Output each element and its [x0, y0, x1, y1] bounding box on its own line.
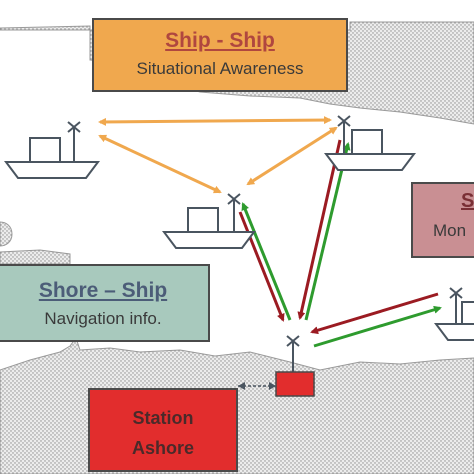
shore-ship-subtitle: Navigation info. [44, 309, 162, 328]
station-label-line1: Station [132, 408, 194, 428]
station-link-head-right [269, 382, 276, 390]
shore-ship-box: Shore – Ship Navigation info. [0, 264, 210, 342]
monitor-subtitle: Mon [433, 221, 467, 240]
arrow-shore-to-ship4 [313, 305, 442, 348]
arrow-ship1-ship2 [98, 116, 332, 126]
ship-icon [324, 115, 416, 171]
ship-icon [4, 121, 100, 179]
arrow-shore-to-ship3 [241, 202, 292, 321]
station-label-line2: Ashore [131, 438, 194, 458]
monitor-title: S [461, 190, 474, 212]
arrow-ship2-ship3 [246, 126, 338, 186]
arrow-shore-to-ship2 [304, 142, 351, 321]
ship-icon [434, 287, 474, 341]
shore-transmitter [275, 371, 315, 397]
ship-icon [162, 193, 256, 249]
monitor-box: S Mon [411, 182, 474, 258]
shore-ship-title: Shore – Ship [38, 279, 168, 302]
ship-ship-subtitle: Situational Awareness [136, 59, 304, 78]
land-left-strip [0, 249, 71, 265]
arrow-ship4-to-shore [310, 292, 439, 335]
antenna-icon [286, 335, 300, 372]
station-ashore-box: Station Ashore [88, 388, 238, 472]
ship-ship-box: Ship - Ship Situational Awareness [92, 18, 348, 92]
arrow-ship2-to-shore [297, 139, 342, 320]
arrow-ship3-to-shore [238, 211, 285, 322]
arrow-ship1-ship3 [98, 134, 222, 194]
land-left-island [0, 221, 13, 247]
station-link-head-left [238, 382, 245, 390]
ship-ship-title: Ship - Ship [165, 29, 275, 52]
